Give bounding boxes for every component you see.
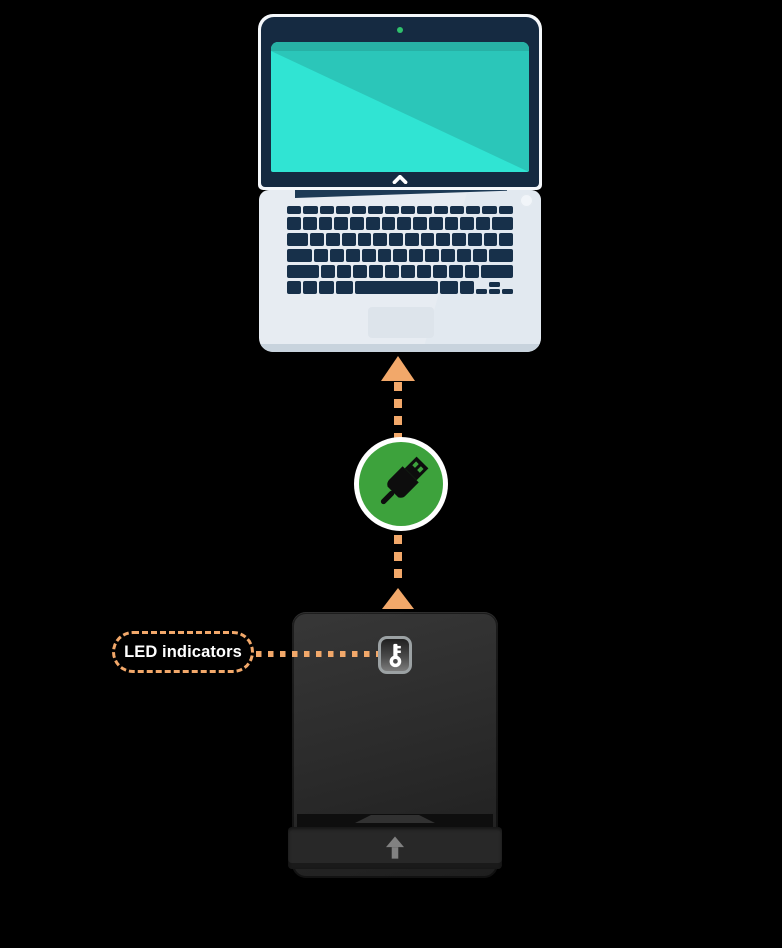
usb-plug-icon	[380, 456, 429, 505]
card-slot-notch	[355, 815, 435, 823]
usb-connection-circle	[354, 437, 448, 531]
screen-bezel	[261, 17, 539, 187]
led-indicators-label: LED indicators	[112, 631, 254, 673]
up-arrow-icon	[386, 836, 404, 859]
trackpad	[368, 307, 434, 338]
card-reader-illustration	[288, 612, 502, 878]
power-button	[520, 194, 533, 207]
card-tray	[288, 827, 502, 869]
dashed-arrow-up-icon	[381, 356, 415, 609]
laptop-body	[259, 190, 541, 352]
arrowhead-above-reader	[382, 588, 414, 609]
laptop-screen	[271, 42, 529, 172]
led-indicators-label-text: LED indicators	[124, 642, 242, 661]
webcam-dot-icon	[397, 27, 403, 33]
card-slot	[297, 814, 493, 827]
arrowhead-to-laptop	[381, 356, 415, 381]
chevron-up-icon	[392, 175, 408, 184]
screen-top-strip	[271, 42, 529, 51]
screen-diagonal-shade	[271, 51, 529, 172]
laptop-front-edge	[259, 344, 541, 352]
laptop-illustration	[0, 0, 782, 360]
keyboard	[287, 206, 514, 298]
led-indicator-badge	[378, 636, 412, 674]
led-indicator-connector-line	[256, 651, 378, 657]
key-icon	[389, 643, 402, 667]
usb-circle-fill	[359, 442, 443, 526]
laptop-lid	[258, 14, 542, 190]
